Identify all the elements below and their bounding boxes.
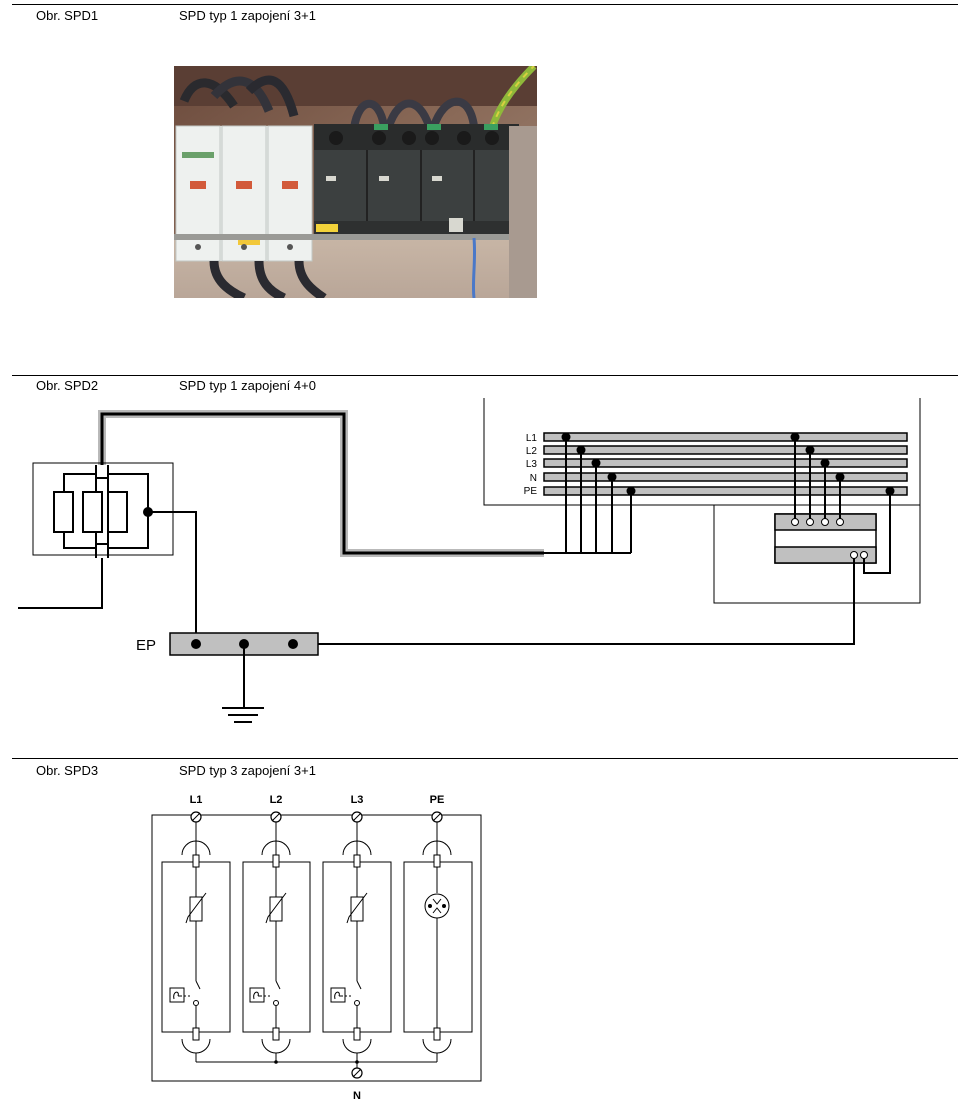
figure-id: Obr. SPD2 [36, 378, 99, 393]
terminal-label-pe: PE [430, 794, 445, 806]
bus-label-l1: L1 [526, 433, 538, 444]
varistor-module-l2 [249, 867, 287, 1028]
bus-label-l3: L3 [526, 459, 538, 470]
section-divider [12, 4, 958, 5]
section-divider [12, 375, 958, 376]
figure-title: SPD typ 1 zapojení 3+1 [179, 8, 316, 23]
terminal-label-l1: L1 [190, 794, 203, 806]
varistor-module-l1 [169, 867, 207, 1028]
spd-type3-schematic: L1 L2 L3 PE N [151, 794, 482, 1101]
section-divider [12, 758, 958, 759]
bus-label-l2: L2 [526, 446, 538, 457]
terminal-label-l3: L3 [351, 794, 364, 806]
figure-id: Obr. SPD1 [36, 8, 99, 23]
ground-icon [222, 644, 264, 723]
figure-title: SPD typ 1 zapojení 4+0 [179, 378, 316, 393]
local-spd-module [774, 513, 877, 564]
spd-4plus0-wiring-diagram: L1 L2 L3 N PE [18, 398, 921, 723]
figure-id: Obr. SPD3 [36, 763, 99, 778]
terminal-label-l2: L2 [270, 794, 283, 806]
gas-discharge-module-pe [424, 867, 450, 1028]
busbars [543, 432, 908, 496]
bus-label-pe: PE [524, 486, 538, 497]
terminal-label-n: N [353, 1090, 361, 1101]
figure-title: SPD typ 3 zapojení 3+1 [179, 763, 316, 778]
ep-label: EP [136, 637, 156, 654]
spd-module-box [32, 462, 174, 558]
bus-label-n: N [530, 473, 537, 484]
varistor-module-l3 [330, 867, 368, 1028]
spd-cabinet-photo [174, 66, 537, 298]
